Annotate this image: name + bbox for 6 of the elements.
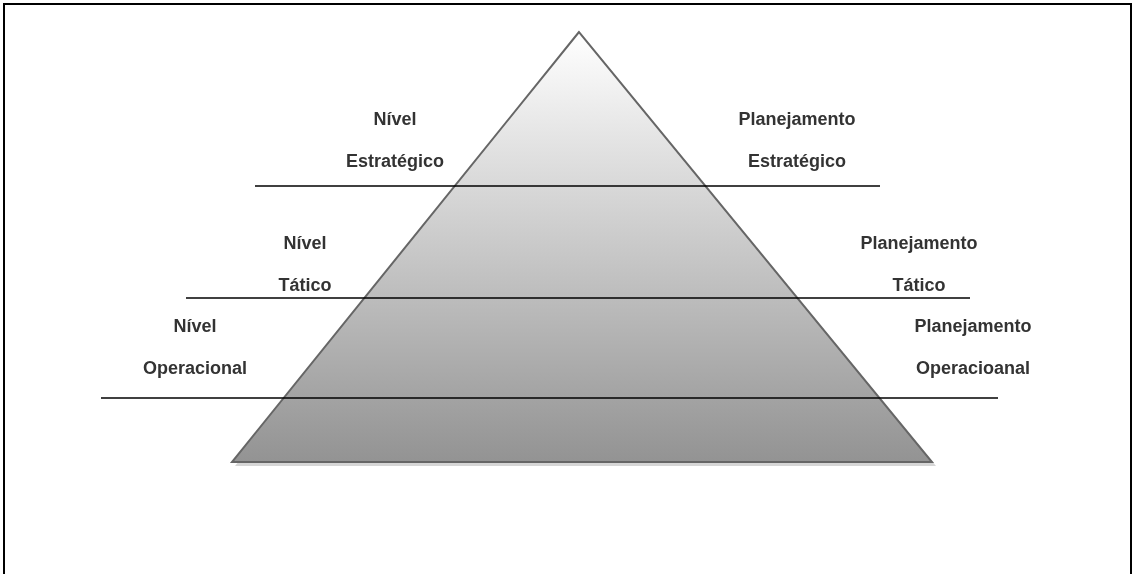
level-label: Nível Operacional [141, 315, 248, 380]
planning-label: Planejamento Estratégico [737, 108, 857, 173]
level-label: Nível Estratégico [344, 108, 445, 173]
level-label: Nível Tático [277, 232, 333, 297]
planning-label: Planejamento Tático [859, 232, 979, 297]
planning-label: Planejamento Operacioanal [913, 315, 1033, 380]
